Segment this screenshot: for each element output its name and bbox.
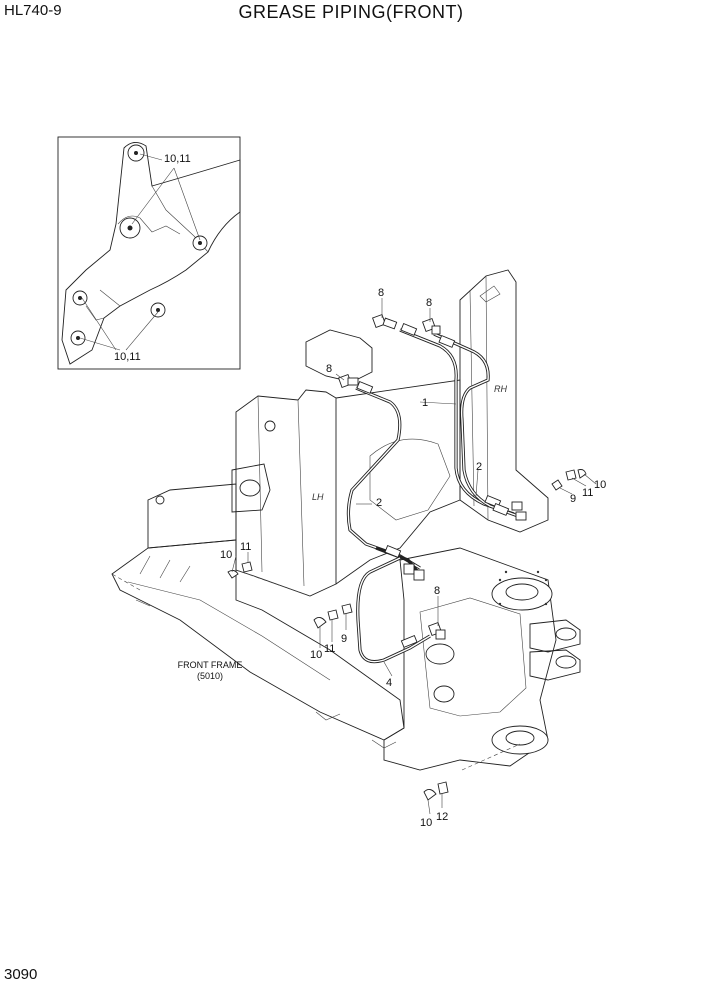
- nipple-right-11: [565, 469, 577, 481]
- nipple-bottom-12: [437, 781, 449, 795]
- front-frame-code: (5010): [197, 671, 223, 681]
- nipple-mid-11: [327, 609, 339, 621]
- cap-right-10: [577, 469, 587, 479]
- frame-left-cap: [305, 329, 373, 383]
- page-number: 3090: [4, 966, 38, 983]
- frame-right-tower-slot: [479, 285, 501, 303]
- elbow-fittings: [338, 314, 527, 640]
- callout-left-11: 11: [240, 541, 251, 553]
- callout-right-11: 11: [582, 487, 593, 499]
- frame-left-mount: [231, 463, 271, 513]
- callout-mid-11: 11: [324, 643, 335, 655]
- lug-hole: [555, 655, 577, 669]
- inset-leader-top: [131, 153, 201, 241]
- hose-2: [346, 386, 421, 570]
- lug-hole: [555, 627, 577, 641]
- fitting-right-b: [515, 511, 527, 521]
- grease-nipple-dot: [156, 308, 160, 312]
- frame-central-body: [335, 379, 461, 585]
- frame-left-tower-face: [257, 395, 305, 587]
- callout-2a: 2: [476, 461, 482, 473]
- boom-detail-inset: 10,11 10,11: [57, 136, 241, 370]
- grease-nipple-dot: [198, 241, 202, 245]
- boom-arm-outline: [61, 142, 241, 365]
- frame-right-tower-face: [469, 275, 489, 521]
- boom-arm-lower: [85, 289, 121, 321]
- page-title: GREASE PIPING(FRONT): [238, 2, 464, 22]
- kingpin-bore: [505, 583, 539, 601]
- callout-mid-10: 10: [310, 649, 322, 661]
- frame-left-upright: [147, 483, 237, 549]
- mount-bore: [239, 479, 261, 497]
- nipple-right-9: [551, 479, 563, 491]
- leader-lines: [111, 298, 597, 815]
- cap-left-10: [227, 569, 239, 579]
- boom-arm-edge: [117, 215, 181, 235]
- callout-mid-9: 9: [341, 633, 347, 645]
- side-mark-rh: RH: [494, 384, 507, 394]
- callout-right-10: 10: [594, 479, 606, 491]
- callout-inset-top: 10,11: [164, 153, 191, 165]
- grease-nipple-dot: [134, 151, 138, 155]
- frame-left-base: [111, 539, 405, 741]
- frame-central-opening: [369, 438, 451, 521]
- cap-mid-10: [313, 617, 327, 629]
- callout-8c: 8: [326, 363, 332, 375]
- frame-right-tower: [459, 269, 549, 533]
- model-number: HL740-9: [4, 2, 62, 19]
- frame-base-feet: [135, 599, 397, 749]
- frame-hole: [155, 495, 165, 505]
- hose-ferrules: [356, 323, 510, 648]
- callout-numbers: 8 8 8 1 2 2 8 4 9 11 10 11 10 9 11 10 10…: [220, 287, 606, 829]
- frame-right-lug-lower: [529, 649, 581, 681]
- fitting-mid-b: [413, 569, 425, 581]
- callout-4: 4: [386, 677, 392, 689]
- fitting-8a: [372, 314, 398, 330]
- fitting-8d: [428, 622, 446, 640]
- callout-right-9: 9: [570, 493, 576, 505]
- inset-leader-bottom: [79, 297, 159, 351]
- bolt-hole-pattern: [498, 570, 548, 606]
- grease-nipple-dot: [127, 225, 133, 231]
- fitting-8c: [338, 374, 359, 388]
- hose-1a: [399, 328, 515, 516]
- frame-right-lug-upper: [529, 619, 581, 653]
- frame-hole: [264, 420, 276, 432]
- callout-left-10: 10: [220, 549, 232, 561]
- callout-8b: 8: [426, 297, 432, 309]
- hose-1b: [433, 332, 519, 518]
- grease-nipple-dot: [76, 336, 80, 340]
- cap-bottom-10: [423, 789, 437, 801]
- inset-border: [57, 136, 241, 370]
- front-frame-drawing: LH RH: [111, 269, 581, 771]
- callout-8d: 8: [434, 585, 440, 597]
- grease-nipple-dot: [78, 296, 82, 300]
- callout-bottom-10: 10: [420, 817, 432, 829]
- lower-pin-bore: [505, 730, 535, 746]
- grease-hoses: [346, 323, 519, 664]
- fitting-right-a: [511, 501, 523, 511]
- side-mark-lh: LH: [312, 492, 324, 502]
- front-frame-label: FRONT FRAME: [178, 660, 243, 670]
- frame-left-base-ribs: [127, 555, 331, 681]
- fitting-8b: [422, 318, 441, 335]
- callout-bottom-12: 12: [436, 811, 448, 823]
- cylinder-lug-lower: [433, 685, 455, 703]
- callout-2b: 2: [376, 497, 382, 509]
- cylinder-lug: [425, 643, 455, 665]
- nipple-left-11: [241, 561, 253, 573]
- callout-inset-bottom: 10,11: [114, 351, 141, 363]
- callout-1: 1: [422, 397, 428, 409]
- nipple-mid-9: [341, 603, 353, 615]
- grease-nipples: [227, 469, 587, 801]
- fitting-mid-a: [403, 563, 415, 575]
- frame-lower-inner: [419, 597, 527, 717]
- callout-8a: 8: [378, 287, 384, 299]
